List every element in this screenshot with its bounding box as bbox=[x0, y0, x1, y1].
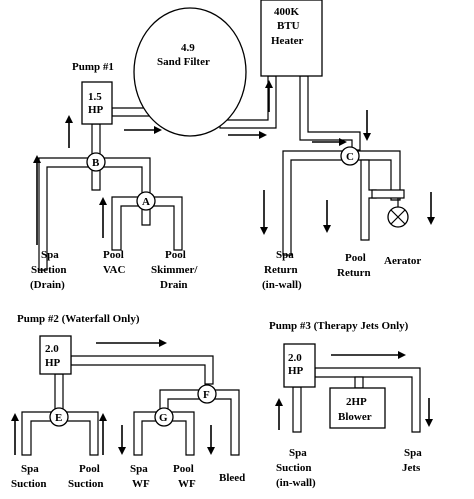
s3-spa-suction-line-3: (in-wall) bbox=[276, 477, 316, 489]
spa-jets-line-1: Spa bbox=[404, 447, 422, 459]
pool-suction-line-2: Suction bbox=[68, 478, 103, 490]
pipe-pump-2-to-valve-e bbox=[54, 373, 64, 413]
pool-vac-line-2: VAC bbox=[103, 264, 125, 276]
aerator-icon bbox=[387, 198, 409, 228]
system-2: Pump #2 (Waterfall Only) 2.0 HP E G F Sp… bbox=[11, 313, 245, 490]
blower-label: Blower bbox=[338, 411, 372, 423]
pump-3-title: Pump #3 (Therapy Jets Only) bbox=[269, 320, 409, 332]
pump-1-title: Pump #1 bbox=[72, 61, 114, 73]
pool-return-line-1: Pool bbox=[345, 252, 366, 264]
blower-box bbox=[329, 387, 386, 429]
valve-a-label: A bbox=[142, 196, 150, 208]
heater-box bbox=[260, 0, 323, 77]
pool-skimmer-line-2: Skimmer/ bbox=[151, 264, 198, 276]
pipe-blower bbox=[354, 376, 364, 389]
filter-label: Sand Filter bbox=[157, 56, 210, 68]
valve-b bbox=[86, 152, 106, 172]
spa-wf-line-1: Spa bbox=[130, 463, 148, 475]
heater-line-1: 400K bbox=[274, 6, 300, 18]
pipe-aerator bbox=[371, 189, 405, 199]
spa-return-line-2: Return bbox=[264, 264, 298, 276]
s2-spa-suction-line-1: Spa bbox=[21, 463, 39, 475]
pump-2-hp-unit: HP bbox=[45, 357, 61, 369]
valve-f-label: F bbox=[203, 389, 210, 401]
heater-line-2: BTU bbox=[277, 20, 300, 32]
sand-filter bbox=[133, 7, 247, 137]
pump-3-hp-value: 2.0 bbox=[288, 352, 302, 364]
pool-wf-line-1: Pool bbox=[173, 463, 194, 475]
pipe-heater-to-valve-c bbox=[299, 75, 361, 151]
s3-spa-suction-line-1: Spa bbox=[289, 447, 307, 459]
valve-e bbox=[49, 407, 69, 427]
pump-2-hp-value: 2.0 bbox=[45, 343, 59, 355]
spa-suction-line-2: Suction bbox=[31, 264, 66, 276]
valve-b-label: B bbox=[92, 157, 100, 169]
valve-g bbox=[154, 407, 174, 427]
pipe-pump-3-down bbox=[292, 386, 302, 433]
valve-g-label: G bbox=[159, 412, 168, 424]
valve-c-label: C bbox=[346, 151, 354, 163]
pump-1-hp-value: 1.5 bbox=[88, 91, 102, 103]
pump-1-hp-unit: HP bbox=[88, 104, 104, 116]
pool-wf-line-2: WF bbox=[178, 478, 196, 490]
pump-2-title: Pump #2 (Waterfall Only) bbox=[17, 313, 140, 325]
pipe-valve-c-header bbox=[282, 150, 401, 256]
system-1: Pump #1 1.5 HP 4.9 Sand Filter 400K BTU … bbox=[30, 0, 435, 291]
pump-1-box bbox=[81, 81, 113, 125]
spa-return-line-3: (in-wall) bbox=[262, 279, 302, 291]
pool-suction-line-1: Pool bbox=[79, 463, 100, 475]
valve-f bbox=[197, 384, 217, 404]
s2-spa-suction-line-2: Suction bbox=[11, 478, 46, 490]
flow-arrows-1 bbox=[33, 80, 435, 245]
valve-a bbox=[136, 191, 156, 211]
filter-size: 4.9 bbox=[181, 42, 195, 54]
pipe-pool-return bbox=[360, 159, 377, 241]
pump-3-hp-unit: HP bbox=[288, 365, 304, 377]
spa-jets-line-2: Jets bbox=[402, 462, 421, 474]
system-3: Pump #3 (Therapy Jets Only) 2.0 HP 2HP B… bbox=[269, 320, 433, 489]
pipe-valve-a-header bbox=[111, 196, 183, 251]
heater-line-3: Heater bbox=[271, 35, 303, 47]
pipe-pump-2-outlet bbox=[70, 355, 214, 385]
aerator-label: Aerator bbox=[384, 255, 421, 267]
blower-hp: 2HP bbox=[346, 396, 367, 408]
pool-skimmer-line-1: Pool bbox=[165, 249, 186, 261]
pool-skimmer-line-3: Drain bbox=[160, 279, 188, 291]
spa-wf-line-2: WF bbox=[132, 478, 150, 490]
pipe-valve-b-header bbox=[38, 157, 151, 271]
spa-return-line-1: Spa bbox=[276, 249, 294, 261]
pump-3-box bbox=[283, 343, 316, 388]
valve-e-label: E bbox=[55, 412, 62, 424]
spa-suction-line-3: (Drain) bbox=[30, 279, 65, 291]
pump-2-box bbox=[39, 335, 72, 375]
pool-vac-line-1: Pool bbox=[103, 249, 124, 261]
pool-return-line-2: Return bbox=[337, 267, 371, 279]
flow-arrows-3 bbox=[275, 351, 433, 430]
flow-arrows-2 bbox=[11, 339, 215, 455]
spa-suction-line-1: Spa bbox=[41, 249, 59, 261]
bleed-label: Bleed bbox=[219, 472, 245, 484]
s3-spa-suction-line-2: Suction bbox=[276, 462, 311, 474]
valve-c bbox=[340, 146, 360, 166]
